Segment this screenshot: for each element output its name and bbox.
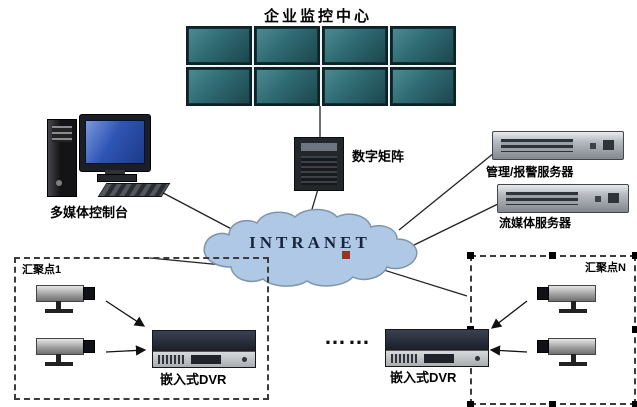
dvr-display (424, 354, 454, 363)
camera-mount (56, 354, 61, 362)
intranet-label: INTRANET (249, 233, 371, 252)
monitor-screen (186, 26, 252, 65)
selection-handle[interactable] (632, 401, 637, 407)
server-power-icon (603, 140, 614, 150)
camera-base (559, 309, 587, 313)
pc-tower-icon (47, 119, 77, 197)
server-power-icon (608, 193, 619, 203)
selection-handle[interactable] (549, 401, 556, 407)
keyboard-icon (97, 183, 171, 197)
server-vents (501, 139, 573, 152)
camera-body (36, 285, 84, 302)
streaming-server-label: 流媒体服务器 (499, 216, 572, 230)
cloud-shape (203, 208, 418, 287)
selection-handle[interactable] (632, 326, 637, 333)
selection-handle[interactable] (467, 252, 474, 259)
cctv-camera-icon (32, 336, 104, 368)
camera-body (548, 338, 596, 355)
server-led-icon (595, 196, 601, 202)
streaming-media-server-icon (497, 184, 629, 213)
crt-screen (85, 120, 145, 164)
monitor-base (97, 174, 137, 182)
dvr-front-panel (386, 350, 488, 366)
digital-matrix-label: 数字矩阵 (352, 149, 405, 164)
monitor-neck (105, 170, 125, 175)
console-label: 多媒体控制台 (50, 205, 129, 220)
embedded-dvr-icon (385, 329, 489, 367)
siteN-label: 汇聚点N (585, 262, 626, 274)
link-streamserver-cloud (411, 202, 501, 247)
camera-mount (571, 301, 576, 309)
dvr-power-icon (242, 357, 247, 362)
drive-bays (52, 126, 72, 142)
camera-lens (83, 340, 95, 353)
aggregation-site-1-box: 汇聚点1 (14, 257, 269, 400)
camera-base (45, 309, 73, 313)
video-wall (186, 26, 456, 106)
monitor-screen (322, 67, 388, 106)
monitor-screen (186, 67, 252, 106)
server-led-icon (590, 143, 596, 149)
monitor-screen (254, 67, 320, 106)
camera-lens (83, 287, 95, 300)
camera-mount (56, 301, 61, 309)
selection-handle[interactable] (632, 252, 637, 259)
cctv-camera-icon (528, 283, 600, 315)
camera-mount (571, 354, 576, 362)
monitor-screen (254, 26, 320, 65)
selection-handle[interactable] (549, 252, 556, 259)
intranet-cloud: INTRANET (195, 205, 425, 290)
cloud-node-marker (342, 251, 350, 259)
cctv-camera-icon (528, 336, 600, 368)
dvr-front-panel (153, 351, 255, 367)
site1-label: 汇聚点1 (22, 264, 62, 276)
dvr-vent (391, 354, 417, 363)
aggregation-site-n-box[interactable]: 汇聚点N (467, 252, 637, 407)
selection-handle[interactable] (467, 401, 474, 407)
management-alarm-server-icon (492, 131, 624, 160)
site1-dvr-label: 嵌入式DVR (160, 372, 227, 387)
cctv-camera-icon (32, 283, 104, 315)
matrix-display (301, 143, 337, 151)
server-vents (506, 192, 578, 205)
camera-lens (537, 287, 549, 300)
siteN-dvr-label: 嵌入式DVR (390, 370, 457, 385)
sites-ellipsis: …… (324, 324, 372, 349)
embedded-dvr-icon (152, 330, 256, 368)
diagram-title: 企业监控中心 (263, 8, 373, 25)
monitor-screen (390, 67, 456, 106)
dvr-display (191, 355, 221, 364)
digital-matrix-icon (294, 137, 344, 191)
monitor-screen (322, 26, 388, 65)
camera-lens (537, 340, 549, 353)
dvr-vent (158, 355, 184, 364)
crt-monitor-icon (79, 114, 151, 172)
camera-body (36, 338, 84, 355)
camera-base (45, 362, 73, 366)
matrix-vents (301, 156, 337, 185)
power-button-icon (56, 180, 62, 186)
management-server-label: 管理/报警服务器 (486, 165, 574, 179)
monitor-screen (390, 26, 456, 65)
camera-body (548, 285, 596, 302)
dvr-power-icon (475, 356, 480, 361)
camera-base (559, 362, 587, 366)
